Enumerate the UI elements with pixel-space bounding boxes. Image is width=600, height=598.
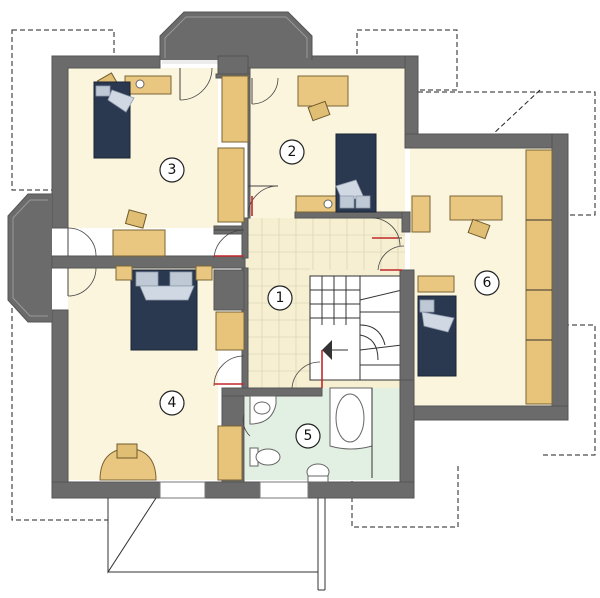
porch-outline <box>107 497 326 591</box>
doors <box>67 67 405 437</box>
svg-text:2: 2 <box>288 144 297 160</box>
door-swing-accents <box>214 196 402 388</box>
room-labels: 3 2 1 6 4 5 <box>159 139 500 449</box>
bay-windows <box>7 11 313 499</box>
svg-text:4: 4 <box>168 395 177 411</box>
room-label-5: 5 <box>295 423 321 449</box>
exterior-walls <box>51 55 569 499</box>
bathroom-fixtures <box>249 387 373 483</box>
desks-chairs <box>96 72 503 481</box>
wardrobes <box>215 75 553 481</box>
svg-text:5: 5 <box>304 428 313 444</box>
room-label-6: 6 <box>474 270 500 296</box>
beds <box>93 81 457 377</box>
room-label-3: 3 <box>159 157 185 183</box>
room-label-2: 2 <box>279 139 305 165</box>
svg-text:3: 3 <box>168 162 177 178</box>
svg-text:6: 6 <box>483 275 492 291</box>
room-label-1: 1 <box>267 285 293 311</box>
svg-text:1: 1 <box>276 290 285 306</box>
room-label-4: 4 <box>159 390 185 416</box>
staircase <box>309 275 403 381</box>
